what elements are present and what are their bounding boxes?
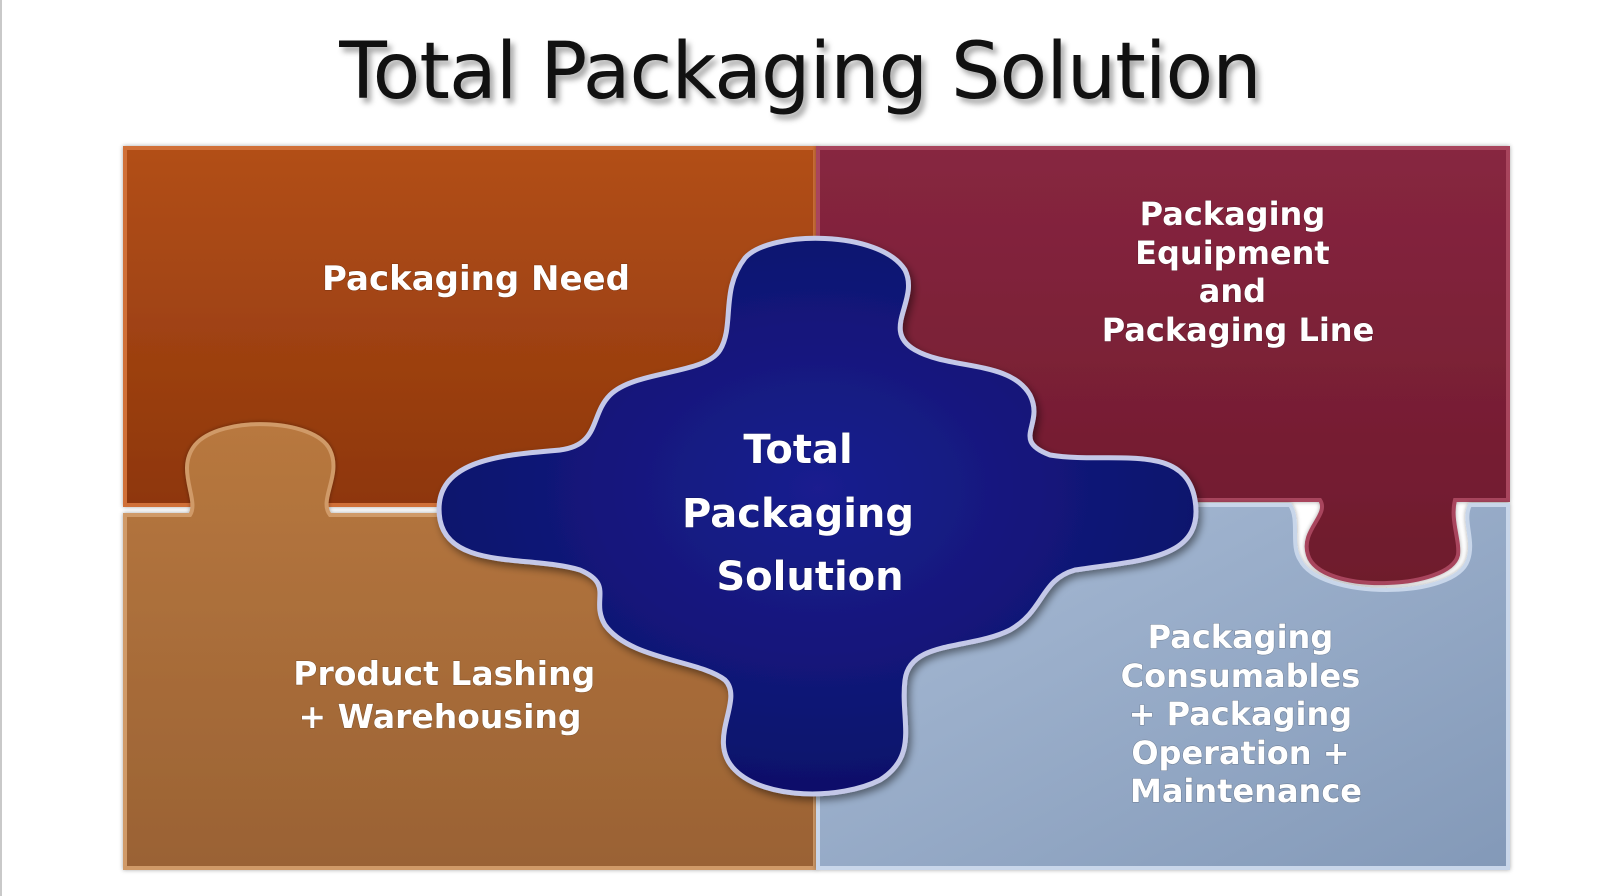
label-line: + Packaging bbox=[1129, 695, 1353, 733]
piece-center bbox=[436, 235, 1199, 797]
label-packaging-equipment: Packaging Equipment and Packaging Line bbox=[1102, 195, 1375, 349]
label-line: Consumables bbox=[1121, 657, 1361, 695]
label-packaging-need: Packaging Need bbox=[322, 259, 630, 299]
label-line: Packaging bbox=[1148, 618, 1334, 656]
label-line: Product Lashing bbox=[293, 654, 595, 693]
label-product-lashing: Product Lashing + Warehousing bbox=[293, 654, 606, 736]
label-line: Packaging bbox=[1140, 195, 1326, 233]
label-line: + Warehousing bbox=[298, 697, 581, 736]
slide-title: Total Packaging Solution bbox=[339, 27, 1261, 117]
label-line: Total bbox=[743, 427, 852, 473]
label-line: Packaging Line bbox=[1102, 311, 1375, 349]
label-packaging-consumables: Packaging Consumables + Packaging Operat… bbox=[1121, 618, 1372, 810]
left-frame-line bbox=[0, 0, 2, 896]
label-line: Equipment bbox=[1135, 234, 1330, 272]
label-line: and bbox=[1199, 272, 1266, 310]
label-line: Operation + bbox=[1131, 734, 1349, 772]
label-line: Maintenance bbox=[1130, 772, 1362, 810]
label-line: Solution bbox=[716, 554, 903, 600]
label-center: Total Packaging Solution bbox=[682, 427, 928, 600]
label-line: Packaging bbox=[682, 491, 914, 537]
label-line: Packaging Need bbox=[322, 259, 630, 299]
